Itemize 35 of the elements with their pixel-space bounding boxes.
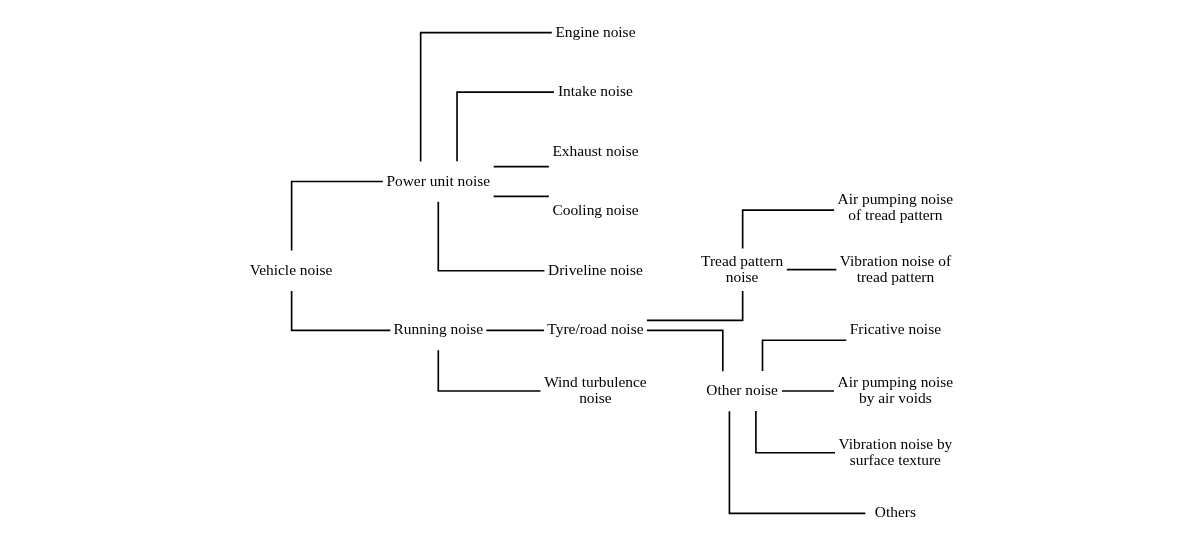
connector <box>492 195 550 198</box>
node-text: Exhaust noise <box>552 141 639 159</box>
connector <box>492 165 550 168</box>
connector <box>437 200 546 272</box>
node-text: Running noise <box>393 320 484 338</box>
node-text: Vibration noise by surface texture <box>838 434 953 469</box>
node-text: Driveline noise <box>548 260 643 278</box>
connector <box>485 329 545 332</box>
node-text: Fricative noise <box>849 320 941 338</box>
connector <box>786 268 838 271</box>
connector <box>419 31 553 163</box>
connector <box>290 180 384 252</box>
node-text: Vibration noise of tread pattern <box>839 251 952 286</box>
node-text: Air pumping noise of tread pattern <box>837 189 954 224</box>
node-text: Tyre/road noise <box>547 320 644 338</box>
connector <box>741 209 835 250</box>
connector <box>781 390 835 392</box>
node-text: Intake noise <box>557 82 633 100</box>
connector <box>646 329 724 372</box>
connector <box>761 339 848 372</box>
node-text: Vehicle noise <box>249 260 333 278</box>
connector <box>456 91 555 163</box>
connector <box>290 290 392 332</box>
node-text: Cooling noise <box>552 201 639 219</box>
node-text: Others <box>874 503 916 521</box>
node-text: Power unit noise <box>386 171 491 189</box>
node-text: Wind turbulence noise <box>544 372 647 407</box>
connector <box>755 410 836 454</box>
node-text: Air pumping noise by air voids <box>837 372 954 407</box>
node-text: Engine noise <box>555 22 636 40</box>
node-text: Tread pattern noise <box>701 251 784 286</box>
node-text: Other noise <box>706 381 778 399</box>
connector <box>728 410 867 515</box>
connector <box>437 349 542 392</box>
connector <box>646 290 744 322</box>
